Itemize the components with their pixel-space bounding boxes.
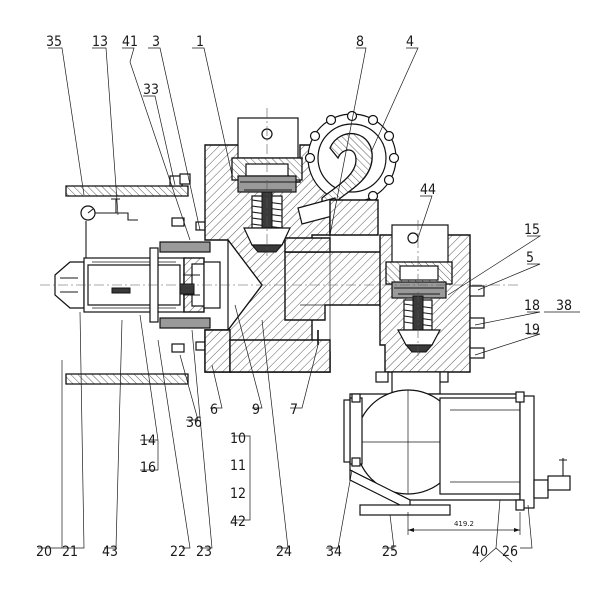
label-41: 41 <box>122 34 138 50</box>
inlet-housing <box>54 173 221 385</box>
label-7: 7 <box>290 402 298 418</box>
label-10: 10 <box>230 431 246 447</box>
dimension-419-2: 419.2 <box>407 512 521 535</box>
label-11: 11 <box>230 458 246 474</box>
label-34: 34 <box>326 544 342 560</box>
label-35: 35 <box>46 34 62 50</box>
label-4: 4 <box>406 34 414 50</box>
label-21: 21 <box>62 544 78 560</box>
dimension-value: 419.2 <box>454 520 474 528</box>
label-23: 23 <box>196 544 212 560</box>
label-36: 36 <box>186 415 202 431</box>
label-5: 5 <box>526 250 534 266</box>
label-18: 18 <box>524 298 540 314</box>
label-26: 26 <box>502 544 518 560</box>
connecting-body <box>284 180 386 345</box>
label-19: 19 <box>524 322 540 338</box>
round-flange <box>297 110 400 236</box>
label-44: 44 <box>420 182 436 198</box>
label-33: 33 <box>143 82 159 98</box>
lower-valve-housing <box>375 224 485 383</box>
label-8: 8 <box>356 34 364 50</box>
part-labels: 35 13 41 3 1 8 4 33 44 15 5 38 18 19 6 9… <box>36 34 572 560</box>
label-24: 24 <box>276 544 292 560</box>
label-14: 14 <box>140 433 156 449</box>
label-16: 16 <box>140 460 156 476</box>
label-15: 15 <box>524 222 540 238</box>
label-3: 3 <box>152 34 160 50</box>
label-42: 42 <box>230 514 246 530</box>
label-22: 22 <box>170 544 186 560</box>
label-6: 6 <box>210 402 218 418</box>
label-1: 1 <box>196 34 204 50</box>
label-13: 13 <box>92 34 108 50</box>
label-25: 25 <box>382 544 398 560</box>
label-43: 43 <box>102 544 118 560</box>
label-38: 38 <box>556 298 572 314</box>
label-12: 12 <box>230 486 246 502</box>
label-20: 20 <box>36 544 52 560</box>
leader-lines <box>38 47 580 563</box>
label-9: 9 <box>252 402 260 418</box>
label-40: 40 <box>472 544 488 560</box>
ball-chamber <box>343 371 571 516</box>
